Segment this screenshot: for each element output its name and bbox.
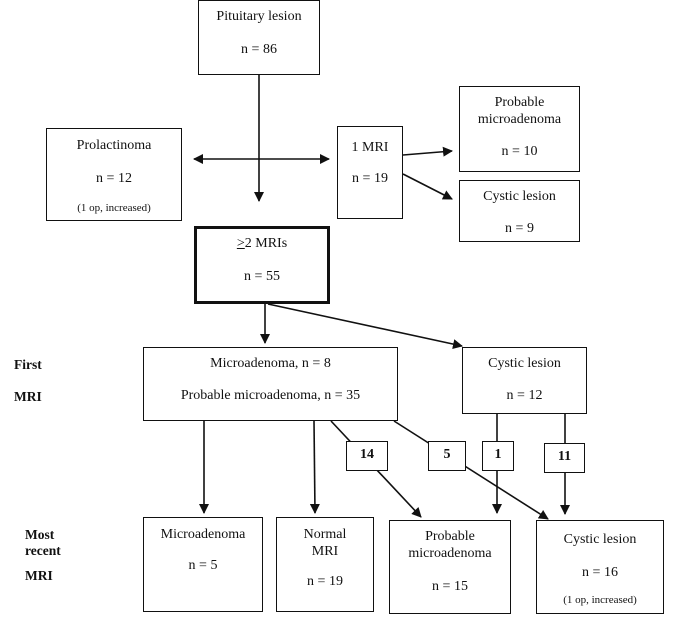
- one-mri-count: n = 19: [352, 171, 388, 186]
- row-label-first-2: MRI: [14, 389, 42, 404]
- probable-top-count: n = 10: [501, 144, 538, 159]
- recent-micro-count: n = 5: [188, 558, 218, 573]
- cystic-top-title: Cystic lesion: [483, 189, 556, 204]
- probable-top-title-1: Probable: [494, 95, 545, 110]
- count-badge-5: 5: [428, 441, 466, 471]
- one-mri-box: 1 MRI n = 19: [337, 126, 403, 219]
- recent-normal-title-1: Normal: [303, 527, 347, 542]
- recent-micro-title: Microadenoma: [160, 527, 246, 542]
- count-badge-14: 14: [346, 441, 388, 471]
- pituitary-title: Pituitary lesion: [216, 9, 302, 24]
- one-mri-title: 1 MRI: [351, 140, 389, 155]
- two-mri-title: >2 MRIs: [197, 236, 327, 252]
- row-label-first: First MRI: [14, 357, 42, 405]
- recent-cystic-lesion-box: Cystic lesion n = 16 (1 op, increased): [536, 520, 664, 614]
- count-badge-11: 11: [544, 443, 585, 473]
- count-badge-1: 1: [482, 441, 514, 471]
- probable-top-title-2: microadenoma: [477, 112, 562, 127]
- row-label-recent-2: recent: [25, 542, 61, 558]
- recent-cystic-note: (1 op, increased): [563, 594, 637, 606]
- first-mri-microadenoma-box: Microadenoma, n = 8 Probable microadenom…: [143, 347, 398, 421]
- recent-normal-count: n = 19: [307, 574, 343, 589]
- cystic-lesion-top-box: Cystic lesion n = 9: [459, 180, 580, 242]
- first-cystic-count: n = 12: [506, 388, 543, 403]
- arrow-micro-to-normal: [309, 420, 320, 514]
- recent-cystic-count: n = 16: [582, 565, 618, 580]
- pituitary-lesion-box: Pituitary lesion n = 86: [198, 0, 320, 75]
- recent-cystic-title: Cystic lesion: [563, 532, 637, 547]
- recent-probable-title-2: microadenoma: [408, 546, 492, 561]
- prolactinoma-count: n = 12: [96, 171, 132, 186]
- row-label-recent: Most recent MRI: [25, 527, 61, 584]
- probable-microadenoma-top-box: Probable microadenoma n = 10: [459, 86, 580, 172]
- prolactinoma-note: (1 op, increased): [77, 202, 151, 214]
- first-mri-cystic-box: Cystic lesion n = 12: [462, 347, 587, 414]
- arrow-micro-to-cystic: [393, 420, 549, 520]
- two-mri-prefix: >: [236, 236, 245, 251]
- recent-microadenoma-box: Microadenoma n = 5: [143, 517, 263, 612]
- arrow-1mri-to-cystic: [402, 173, 453, 200]
- row-label-recent-3: MRI: [25, 568, 53, 584]
- recent-normal-mri-box: Normal MRI n = 19: [276, 517, 374, 612]
- first-cystic-title: Cystic lesion: [488, 356, 561, 371]
- first-micro-line2: Probable microadenoma, n = 35: [180, 388, 361, 403]
- arrow-1mri-to-probable: [402, 146, 453, 157]
- cystic-top-count: n = 9: [505, 221, 534, 236]
- two-mri-box: >2 MRIs n = 55: [194, 226, 330, 304]
- row-label-recent-1: Most: [25, 527, 55, 542]
- pituitary-count: n = 86: [241, 42, 277, 57]
- row-label-first-1: First: [14, 357, 42, 372]
- two-mri-title-rest: 2 MRIs: [244, 236, 288, 251]
- two-mri-count: n = 55: [244, 269, 280, 284]
- recent-probable-microadenoma-box: Probable microadenoma n = 15: [389, 520, 511, 614]
- first-micro-line1: Microadenoma, n = 8: [210, 356, 331, 371]
- recent-probable-count: n = 15: [432, 579, 468, 594]
- prolactinoma-box: Prolactinoma n = 12 (1 op, increased): [46, 128, 182, 221]
- recent-probable-title-1: Probable: [425, 529, 475, 544]
- arrow-2mri-to-first-cystic: [267, 303, 463, 349]
- recent-normal-title-2: MRI: [311, 544, 339, 559]
- prolactinoma-title: Prolactinoma: [76, 138, 152, 153]
